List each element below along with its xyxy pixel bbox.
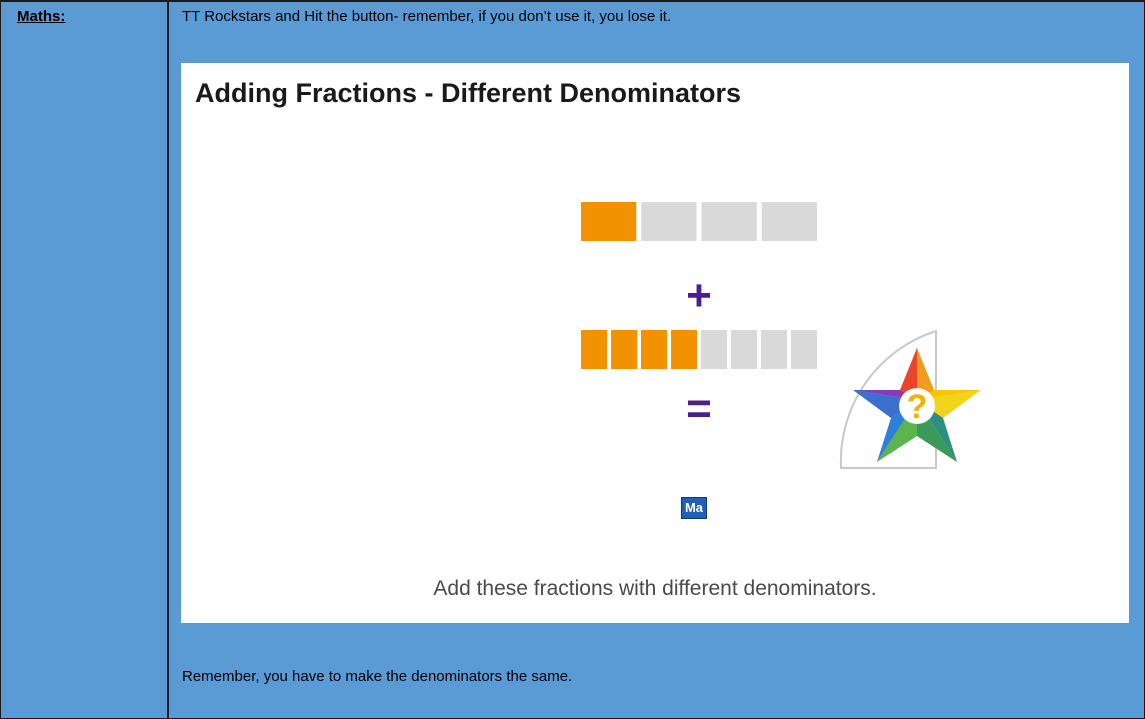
equals-symbol: = [686, 384, 712, 433]
eighth-part-4 [671, 330, 697, 369]
quarter-part-4 [761, 202, 817, 241]
eighth-part-7 [761, 330, 787, 369]
eighth-part-1 [581, 330, 607, 369]
quarter-part-1 [581, 202, 637, 241]
fraction-illustration: + = [581, 202, 981, 469]
intro-text: TT Rockstars and Hit the button- remembe… [182, 8, 672, 25]
eighth-part-3 [641, 330, 667, 369]
quarter-part-2 [641, 202, 697, 241]
svg-text:?: ? [907, 388, 928, 426]
mystery-star-icon: ? [839, 329, 981, 469]
lesson-card[interactable]: Adding Fractions - Different Denominator… [181, 63, 1129, 623]
eighth-part-8 [791, 330, 817, 369]
card-caption: Add these fractions with different denom… [433, 577, 877, 600]
bottom-note: Remember, you have to make the denominat… [182, 668, 573, 685]
table-top-rule [0, 0, 1145, 2]
card-title: Adding Fractions - Different Denominator… [195, 78, 742, 108]
plus-symbol: + [686, 271, 712, 320]
column-divider [167, 0, 169, 719]
quarter-part-3 [701, 202, 757, 241]
fraction-bar-quarters [581, 202, 817, 241]
eighth-part-5 [701, 330, 727, 369]
fraction-bar-eighths [581, 330, 817, 369]
eighth-part-6 [731, 330, 757, 369]
subject-label: Maths: [17, 8, 66, 25]
ma-badge: Ma [681, 497, 707, 519]
eighth-part-2 [611, 330, 637, 369]
